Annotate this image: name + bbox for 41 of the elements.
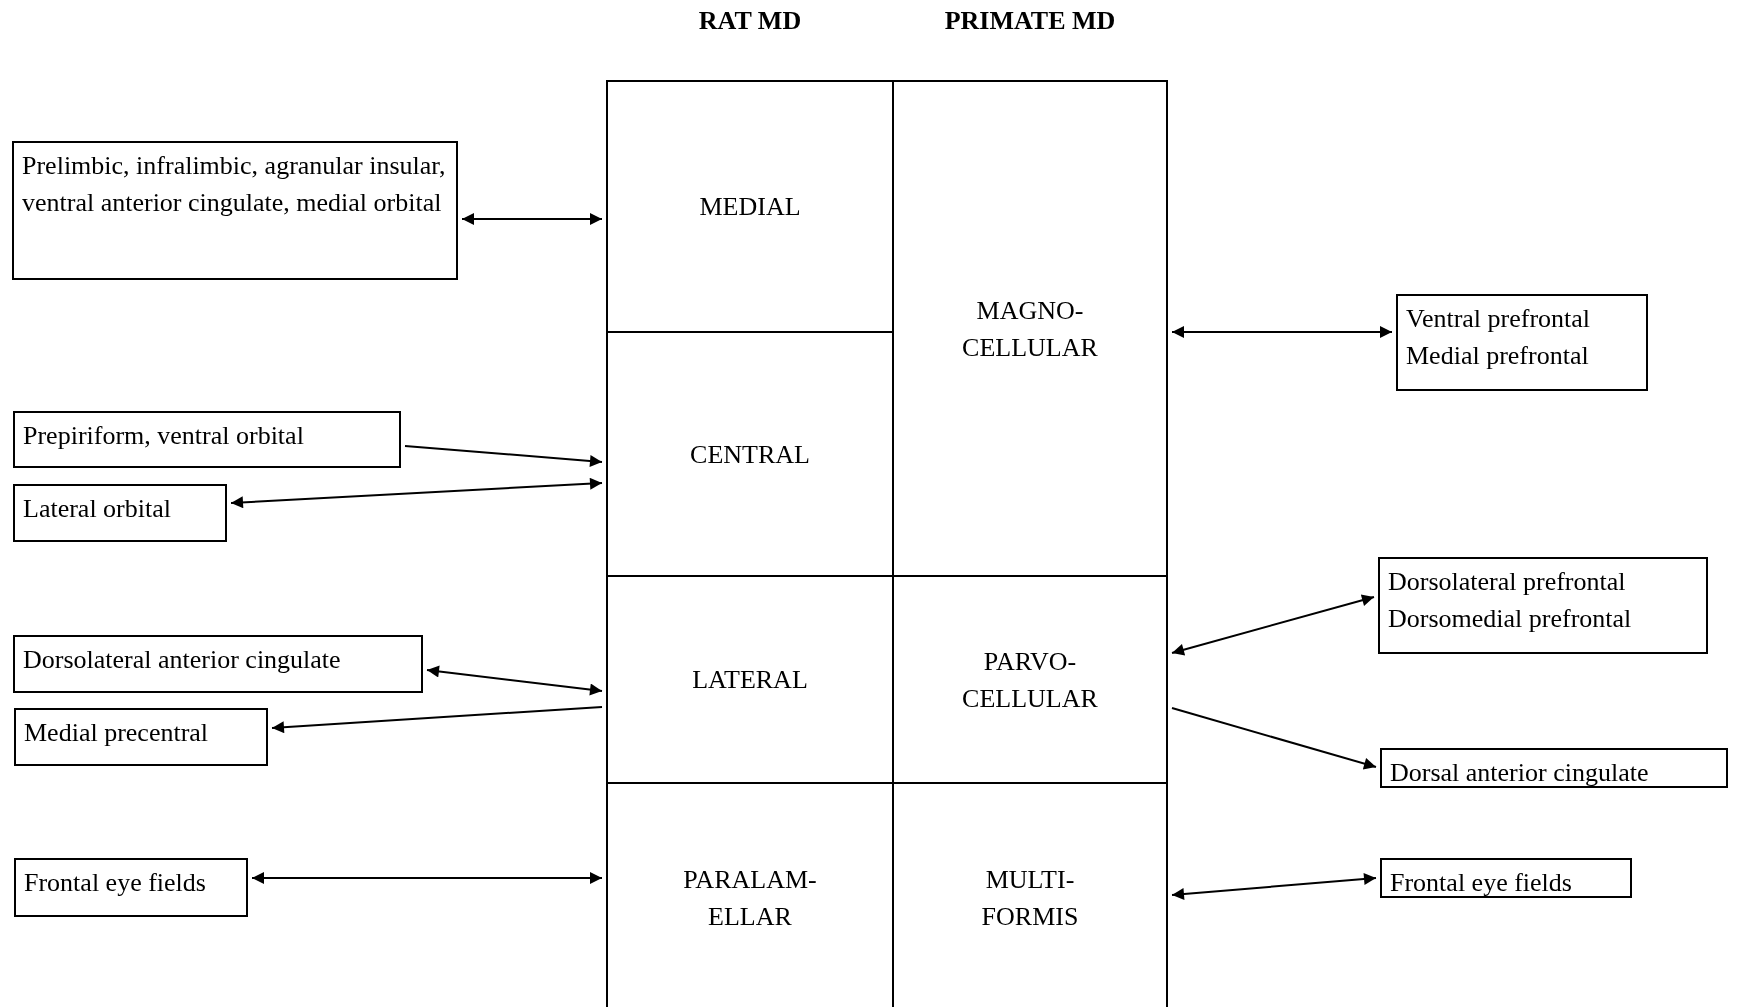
region-box bbox=[1378, 557, 1708, 654]
region-label: MAGNO- CELLULAR bbox=[961, 294, 1099, 364]
region-label: PARALAM- ELLAR bbox=[682, 864, 818, 933]
arrow bbox=[271, 706, 603, 734]
arrow bbox=[1171, 594, 1375, 656]
region-box bbox=[13, 484, 227, 542]
region-label: PARVO- CELLULAR bbox=[961, 645, 1099, 715]
arrow bbox=[426, 665, 603, 696]
region-label: MEDIAL bbox=[698, 191, 802, 223]
region-label: MULTI- FORMIS bbox=[980, 864, 1080, 933]
region-label: Dorsolateral prefrontal Dorsomedial prefrontal bbox=[1388, 567, 1632, 633]
region-label: Dorsolateral anterior cingulate bbox=[23, 645, 341, 674]
region-label: Medial precentral bbox=[24, 718, 209, 747]
region-box bbox=[13, 411, 401, 468]
arrow bbox=[1171, 873, 1377, 900]
region-label: Lateral orbital bbox=[23, 494, 171, 523]
region-box bbox=[14, 708, 268, 766]
region-box bbox=[14, 858, 248, 917]
region-label: Ventral prefrontal Medial prefrontal bbox=[1406, 304, 1591, 370]
region-label: Frontal eye fields bbox=[24, 868, 206, 897]
region-box bbox=[1380, 748, 1728, 788]
nucleus-cell bbox=[606, 80, 894, 333]
arrow bbox=[404, 445, 603, 467]
arrow bbox=[251, 872, 603, 884]
region-label: Prelimbic, infralimbic, agranular insular, ventral anterior cingulate, medial orbital bbox=[22, 151, 446, 217]
region-label: Prepiriform, ventral orbital bbox=[23, 421, 304, 450]
arrow bbox=[1171, 707, 1377, 770]
region-label: Frontal eye fields bbox=[1390, 868, 1572, 897]
region-box bbox=[1396, 294, 1648, 391]
arrow bbox=[1171, 326, 1393, 338]
region-box bbox=[13, 635, 423, 693]
column-heading: RAT MD bbox=[698, 6, 802, 36]
region-box bbox=[12, 141, 458, 280]
region-label: Dorsal anterior cingulate bbox=[1390, 758, 1649, 787]
region-box bbox=[1380, 858, 1632, 898]
nucleus-cell bbox=[892, 80, 1168, 577]
region-label: CENTRAL bbox=[689, 438, 811, 471]
arrow bbox=[230, 477, 603, 509]
region-label: LATERAL bbox=[691, 664, 809, 696]
column-heading: PRIMATE MD bbox=[944, 6, 1116, 36]
arrow bbox=[461, 213, 603, 225]
